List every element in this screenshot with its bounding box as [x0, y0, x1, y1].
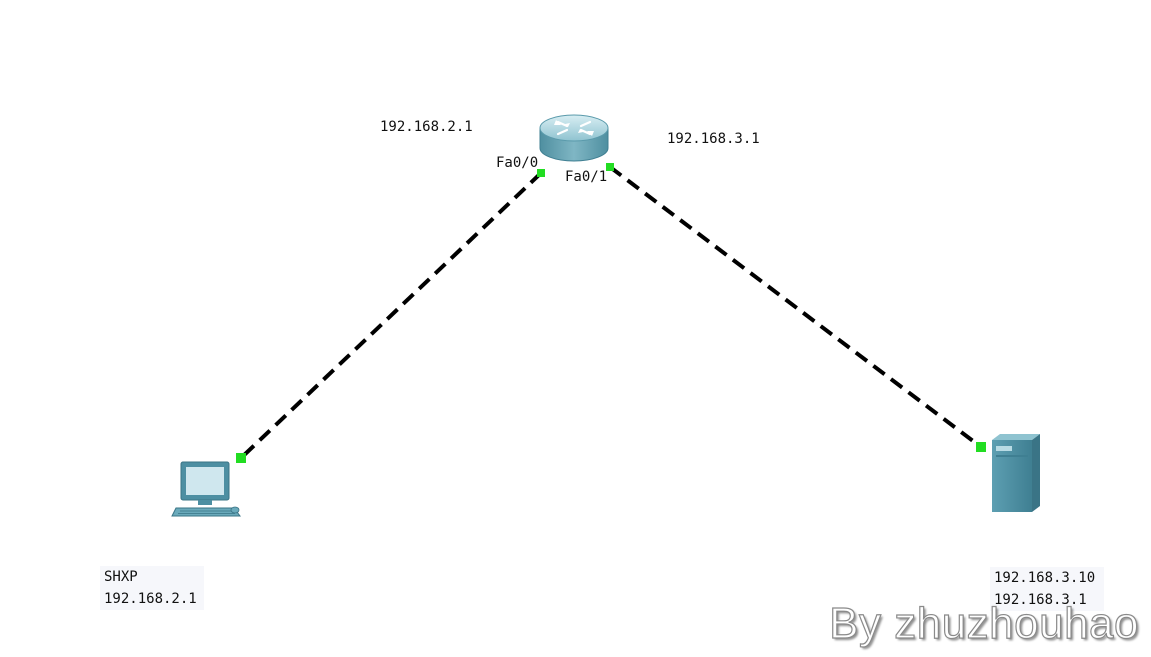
router-icon[interactable] [539, 114, 609, 162]
interface-label-fa0-1: Fa0/1 [565, 169, 608, 185]
pc-ip: 192.168.2.1 [104, 591, 197, 607]
server-icon[interactable] [992, 434, 1040, 512]
interface-label-fa0-0: Fa0/0 [496, 155, 539, 171]
server-ip: 192.168.3.10 [994, 570, 1096, 586]
link-status-fa0-0 [537, 169, 545, 177]
pc-name: SHXP [104, 569, 138, 585]
server-label: 192.168.3.10 192.168.3.1 [990, 567, 1104, 611]
router-left-ip-label: 192.168.2.1 [380, 119, 473, 135]
pc-icon[interactable] [171, 461, 241, 517]
router-right-ip-label: 192.168.3.1 [667, 131, 760, 147]
link-router-pc[interactable] [239, 171, 543, 460]
watermark-text: By zhuzhouhao [829, 598, 1140, 648]
pc-label: SHXP 192.168.2.1 [100, 566, 204, 610]
link-status-pc [236, 453, 246, 463]
link-router-server[interactable] [608, 165, 983, 449]
server-gateway: 192.168.3.1 [994, 592, 1087, 608]
link-status-server [976, 442, 986, 452]
link-status-fa0-1 [606, 163, 614, 171]
